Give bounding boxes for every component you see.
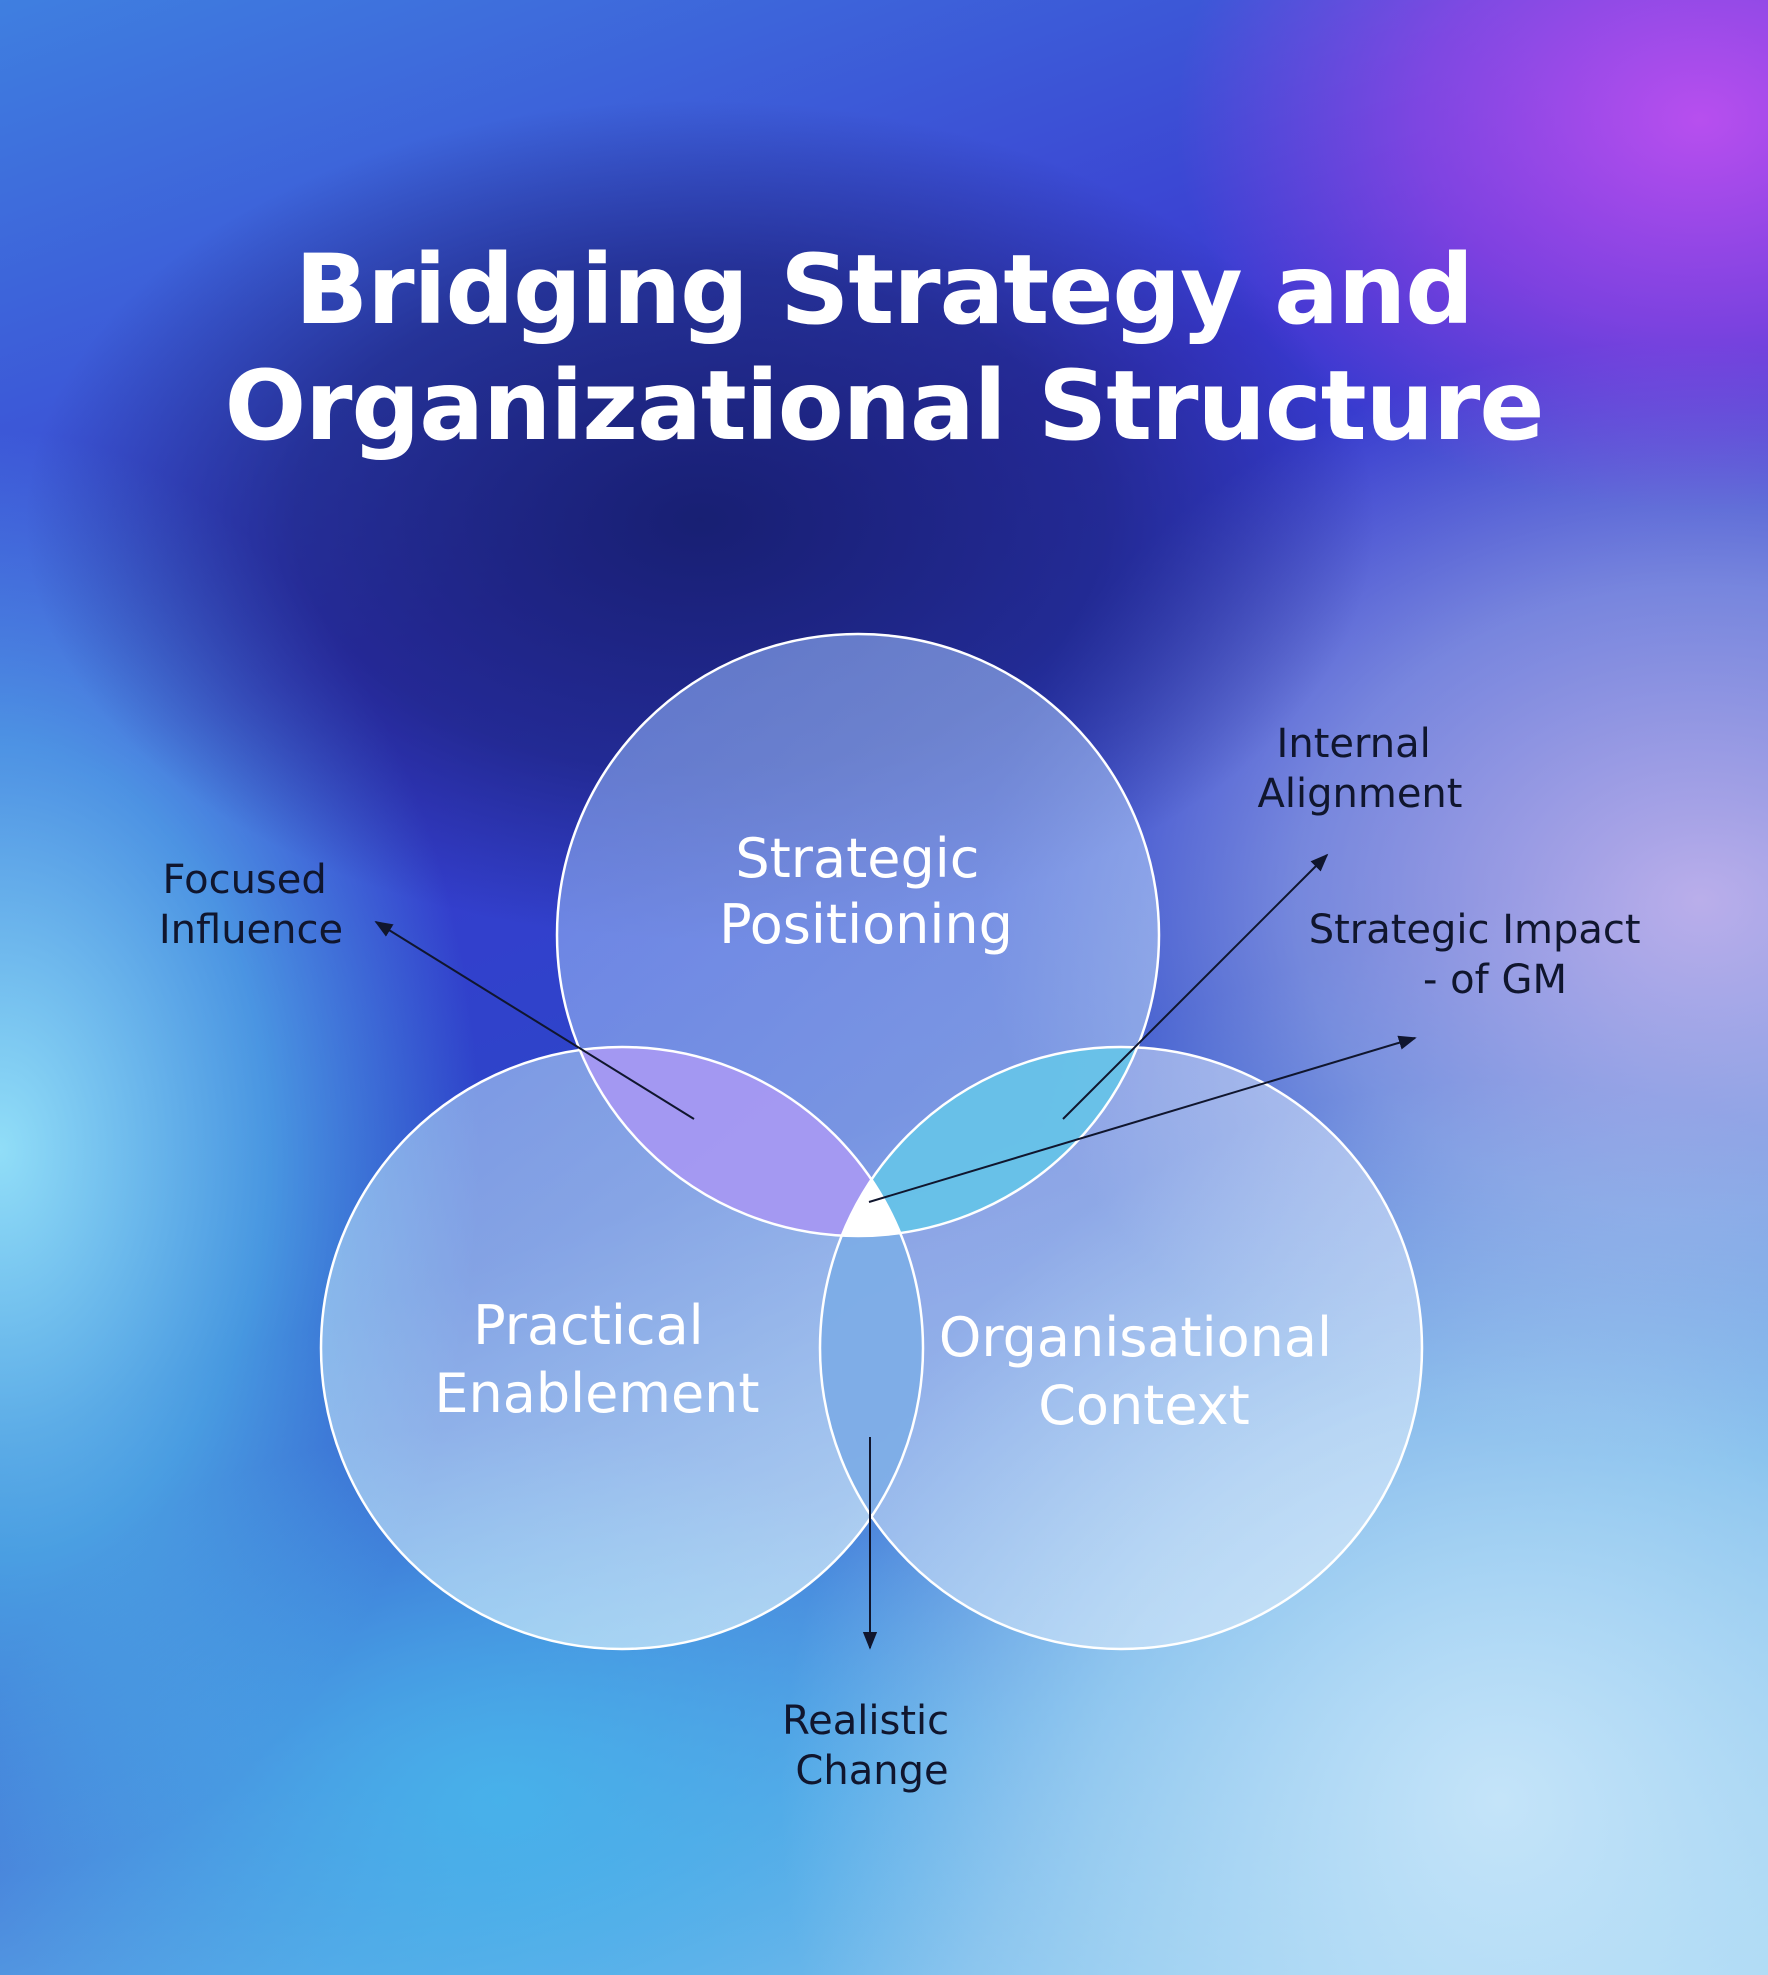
- circle-outline-left: [319, 1045, 925, 1651]
- circle-label-right-line-2: Context: [1038, 1374, 1250, 1437]
- label-focused-influence: Focused Influence: [159, 857, 343, 953]
- circle-label-left-line-2: Enablement: [434, 1362, 759, 1425]
- label-realistic-change-line-2: Change: [795, 1748, 948, 1794]
- label-internal-alignment-line-1: Internal: [1277, 721, 1431, 767]
- arrow-internal-alignment: [1062, 853, 1329, 1120]
- label-realistic-change-line-1: Realistic: [782, 1698, 949, 1744]
- arrow-focused-influence: [374, 921, 695, 1120]
- label-focused-influence-line-1: Focused: [163, 857, 327, 903]
- circle-label-right: Organisational Context: [939, 1306, 1349, 1437]
- label-strategic-impact: Strategic Impact - of GM: [1309, 907, 1654, 1003]
- circle-label-left: Practical Enablement: [434, 1294, 759, 1425]
- label-realistic-change: Realistic Change: [782, 1698, 962, 1794]
- circle-label-top: Strategic Positioning: [719, 827, 1013, 956]
- label-internal-alignment-line-2: Alignment: [1258, 771, 1463, 817]
- overlap-top-left: [557, 1047, 923, 1236]
- page-title: Bridging Strategy and Organizational Str…: [0, 232, 1768, 464]
- arrow-strategic-impact: [868, 1035, 1417, 1203]
- label-strategic-impact-line-2: - of GM: [1423, 957, 1567, 1003]
- circle-outline-right: [818, 1045, 1424, 1651]
- label-strategic-impact-line-1: Strategic Impact: [1309, 907, 1641, 953]
- label-focused-influence-line-2: Influence: [159, 907, 343, 953]
- label-internal-alignment: Internal Alignment: [1258, 721, 1463, 817]
- overlap-top-right: [820, 1047, 1159, 1236]
- circle-label-left-line-1: Practical: [473, 1294, 704, 1357]
- circle-label-top-line-1: Strategic: [735, 827, 979, 890]
- circle-outline-top: [555, 632, 1161, 1238]
- title-line-1: Bridging Strategy and: [295, 234, 1474, 346]
- title-line-2: Organizational Structure: [224, 350, 1545, 462]
- circle-label-top-line-2: Positioning: [719, 893, 1013, 956]
- circle-label-right-line-1: Organisational: [939, 1306, 1332, 1369]
